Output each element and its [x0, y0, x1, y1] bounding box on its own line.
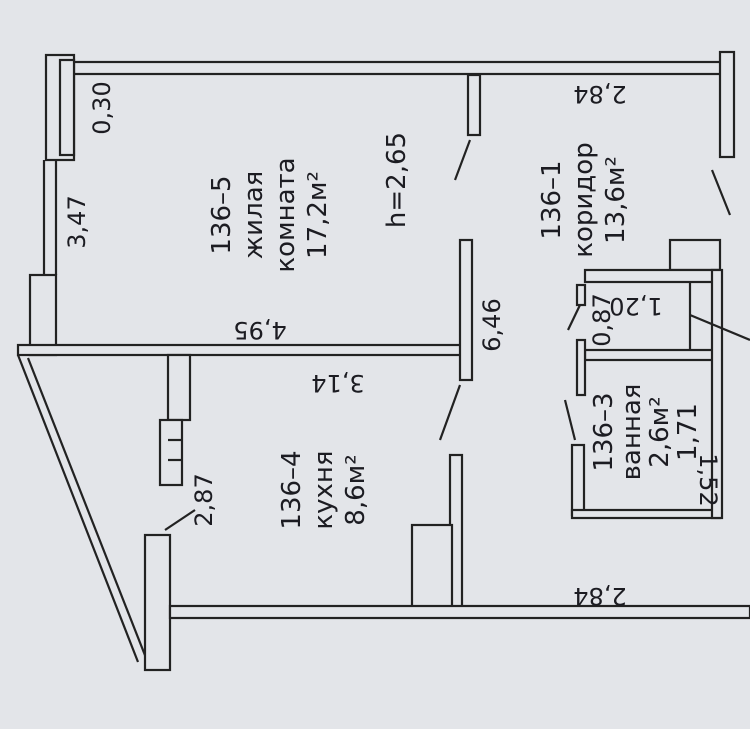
room-bathroom: 136–3 ванная 2,6м² 1,71 [589, 384, 703, 481]
walls [16, 50, 750, 672]
dim-bath-length: 1,52 [694, 453, 722, 506]
dim-room-length: 4,95 [233, 316, 286, 344]
room-kitchen: 136–4 кухня 8,6м² [277, 450, 371, 529]
room-name: жилая [239, 171, 269, 260]
ceiling-height: h=2,65 [382, 132, 412, 228]
room-id: 136–4 [277, 450, 307, 529]
room-area: 13,6м² [601, 156, 631, 244]
room-area: 17,2м² [303, 171, 333, 259]
dim-corridor-top: 2,84 [573, 80, 626, 108]
room-name: кухня [309, 450, 339, 529]
dim-corridor-bottom: 2,84 [573, 582, 626, 610]
dim-kitchen-length: 3,14 [311, 369, 364, 397]
dim-bath-small: 0,87 [588, 293, 616, 346]
dim-kitchen-width: 2,87 [190, 473, 218, 526]
room-corridor: 136–1 коридор 13,6м² [537, 142, 631, 257]
room-name-2: комната [271, 157, 301, 272]
room-id: 136–5 [207, 175, 237, 254]
bath-width: 1,71 [673, 403, 703, 461]
room-area: 8,6м² [341, 454, 371, 525]
dim-corridor-length: 6,46 [478, 298, 506, 351]
room-name: ванная [617, 384, 647, 481]
room-id: 136–1 [537, 160, 567, 239]
room-name: коридор [569, 142, 599, 257]
room-living: 136–5 жилая комната 17,2м² [207, 157, 333, 272]
dim-window-depth: 0,30 [88, 81, 116, 134]
room-id: 136–3 [589, 392, 619, 471]
room-area: 2,6м² [645, 396, 675, 467]
dim-room-width: 3,47 [63, 195, 91, 248]
dim-bath-small2: 1,20 [609, 292, 662, 320]
